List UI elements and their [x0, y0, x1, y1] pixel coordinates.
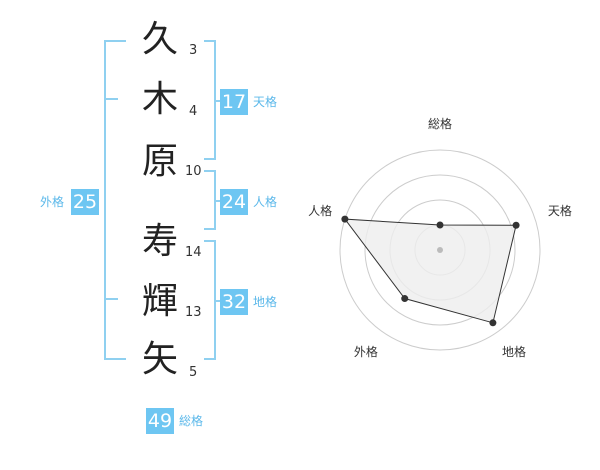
name-char-1: 久: [141, 19, 178, 60]
radar-grid-ring: [339, 149, 541, 351]
name-char-4: 寿: [141, 221, 178, 262]
chikaku-bracket: [204, 240, 216, 360]
soukaku-label: 総格: [179, 414, 204, 428]
stroke-count-1: 3: [189, 43, 198, 58]
name-char-5: 輝: [141, 281, 178, 322]
radar-points: [341, 215, 520, 327]
radar-center-dot: [437, 247, 443, 253]
radar-point: [489, 319, 497, 327]
name-char-2: 木: [141, 79, 178, 120]
name-char-3: 原: [141, 141, 178, 182]
jinkaku-bracket: [204, 170, 216, 230]
radar-point: [512, 221, 520, 229]
radar-point: [401, 295, 409, 303]
radar-axis-label-gaikaku: 外格: [354, 344, 378, 359]
chikaku-label: 地格: [253, 295, 278, 309]
bracket-connector: [216, 100, 222, 102]
radar-axis-label-tenkaku: 天格: [548, 203, 572, 218]
radar-axis-label-jinkaku: 人格: [308, 203, 332, 218]
tenkaku-bracket: [204, 40, 216, 160]
radar-polygon: [343, 218, 517, 324]
jinkaku-value: 24: [220, 189, 248, 215]
radar-axis-label-soukaku: 総格: [428, 116, 452, 131]
soukaku-value: 49: [146, 408, 174, 434]
radar-point: [436, 221, 444, 229]
stroke-count-5: 13: [185, 305, 202, 320]
bracket-tick: [104, 298, 118, 300]
chikaku-value: 32: [220, 289, 248, 315]
gaikaku-label: 外格: [40, 195, 65, 209]
jinkaku-label: 人格: [253, 195, 278, 209]
bracket-tick: [104, 98, 118, 100]
name-char-6: 矢: [141, 339, 178, 380]
bracket-connector: [216, 200, 222, 202]
gaikaku-value: 25: [71, 189, 99, 215]
stroke-count-3: 10: [185, 164, 202, 179]
stroke-count-2: 4: [189, 104, 198, 119]
tenkaku-label: 天格: [253, 95, 278, 109]
tenkaku-value: 17: [220, 89, 248, 115]
gaikaku-bracket: [104, 40, 126, 360]
radar-point: [341, 215, 349, 223]
radar-axis-label-chikaku: 地格: [502, 344, 526, 359]
radar-chart: 総格 天格 地格 外格 人格: [308, 116, 572, 359]
stroke-count-6: 5: [189, 365, 198, 380]
bracket-connector: [216, 300, 222, 302]
radar-grid-ring: [364, 174, 516, 326]
stroke-count-4: 14: [185, 245, 202, 260]
